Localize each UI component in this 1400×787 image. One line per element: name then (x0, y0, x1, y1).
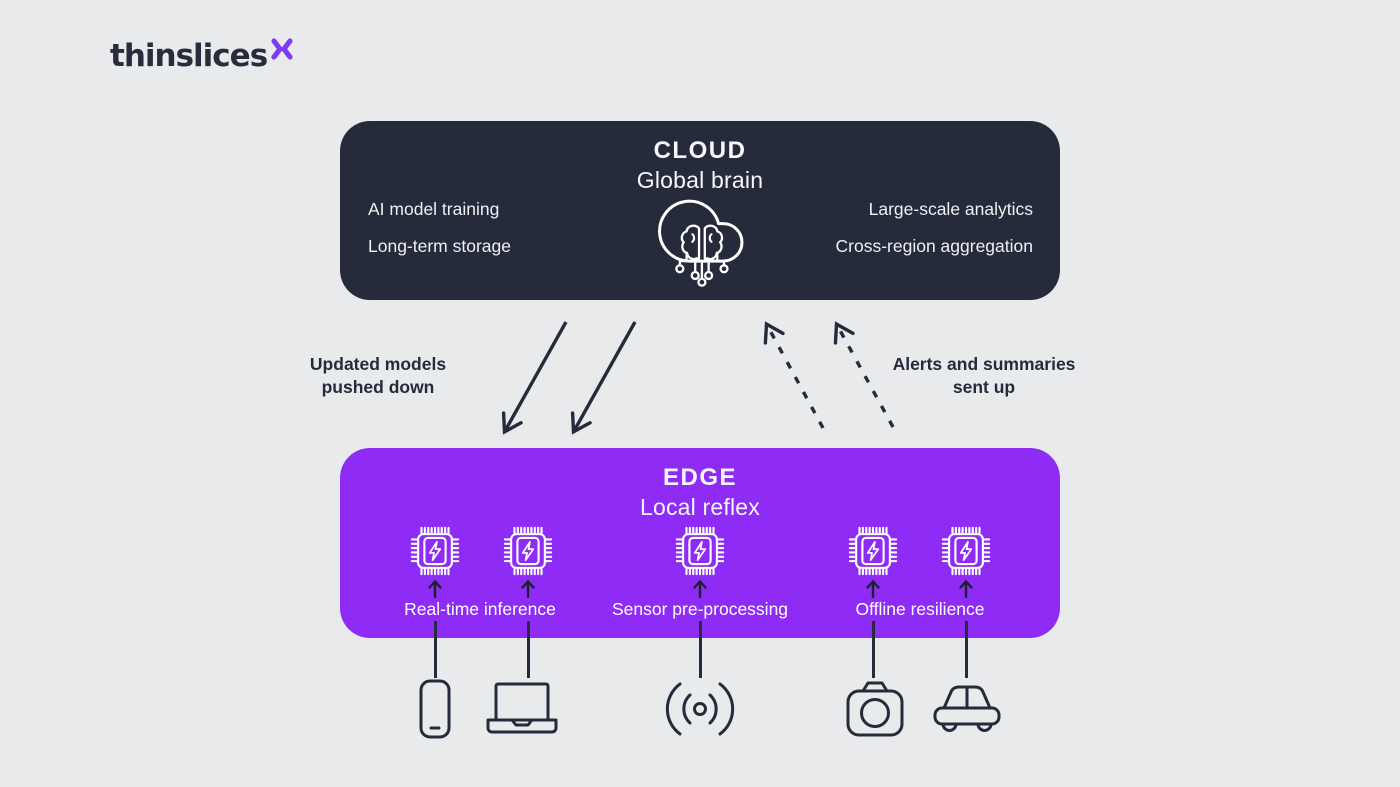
x-mark-icon (271, 38, 293, 60)
chip-bolt-icon (673, 524, 727, 578)
cloud-features-right: Large-scale analytics Cross-region aggre… (836, 199, 1033, 273)
edge-capability-label: Offline resilience (855, 599, 985, 619)
small-up-arrow-icon (959, 579, 973, 598)
connector-line (527, 621, 530, 678)
laptop-icon (486, 682, 558, 734)
wireless-sensor-icon (665, 682, 735, 736)
thinslices-logo: thinslices (110, 34, 295, 78)
cloud-title: CLOUD (653, 137, 747, 164)
up-flow-label: Alerts and summaries sent up (892, 354, 1076, 397)
cloud-brain-circuit-icon (652, 185, 748, 287)
cloud-box: CLOUD Global brain AI model training Lon… (340, 121, 1060, 300)
edge-subtitle: Local reflex (639, 494, 761, 520)
edge-title: EDGE (662, 464, 737, 491)
down-arrow-icon (570, 321, 637, 435)
cloud-subtitle: Global brain (636, 167, 764, 193)
small-up-arrow-icon (521, 579, 535, 598)
cloud-feature: Cross-region aggregation (835, 236, 1033, 256)
connector-line (872, 621, 875, 678)
small-up-arrow-icon (693, 579, 707, 598)
edge-box: EDGE Local reflex R (340, 448, 1060, 638)
down-flow-label: Updated models pushed down (309, 354, 447, 397)
dashed-up-arrow-icon (763, 321, 825, 429)
small-up-arrow-icon (428, 579, 442, 598)
chip-bolt-icon (939, 524, 993, 578)
chip-bolt-icon (501, 524, 555, 578)
cloud-feature: AI model training (368, 199, 500, 219)
connector-line (965, 621, 968, 678)
camera-icon (846, 681, 904, 737)
cloud-edge-flow-arrows (501, 321, 895, 435)
connector-line (434, 621, 437, 678)
edge-capability-label: Sensor pre-processing (611, 599, 789, 619)
small-up-arrow-icon (866, 579, 880, 598)
cloud-feature: Long-term storage (368, 236, 511, 256)
dashed-up-arrow-icon (833, 321, 895, 428)
phone-icon (419, 679, 451, 739)
car-icon (933, 685, 1001, 732)
chip-bolt-icon (846, 524, 900, 578)
logo-text: thinslices (110, 38, 268, 74)
chip-bolt-icon (408, 524, 462, 578)
cloud-feature: Large-scale analytics (868, 199, 1033, 219)
edge-capability-label: Real-time inference (404, 599, 556, 619)
down-arrow-icon (501, 321, 568, 435)
cloud-features-left: AI model training Long-term storage (368, 199, 511, 273)
connector-line (699, 621, 702, 678)
